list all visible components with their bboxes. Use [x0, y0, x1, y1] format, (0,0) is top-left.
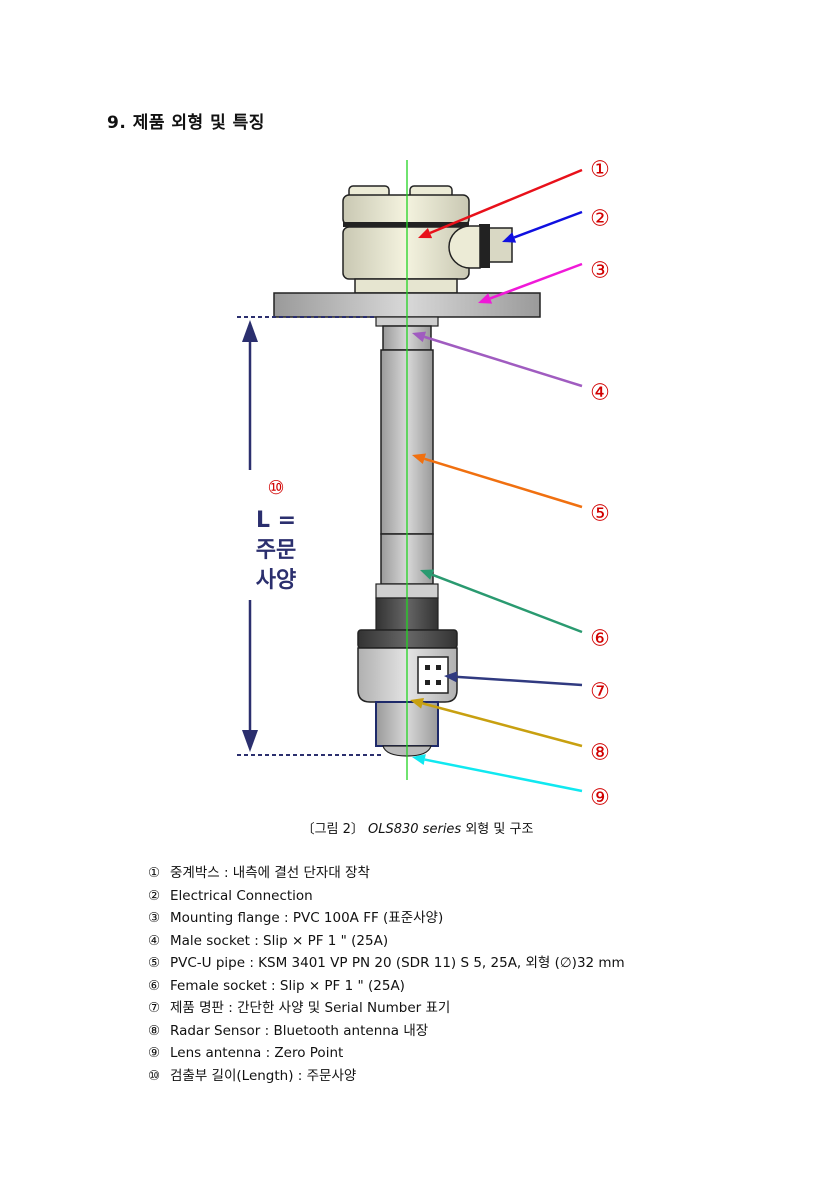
- leader-line: [456, 675, 583, 687]
- leader-line: [424, 335, 583, 388]
- arrow-head: [412, 331, 427, 343]
- junction-box: [342, 185, 470, 294]
- legend-marker: ④: [148, 932, 161, 949]
- part-marker: ①: [590, 158, 610, 183]
- legend-text: 검출부 길이(Length) : 주문사양: [170, 1067, 357, 1084]
- leader-line: [424, 457, 583, 509]
- legend-marker: ②: [148, 887, 161, 904]
- dimension-line-2: 주문: [256, 538, 296, 563]
- legend-text: Mounting flange : PVC 100A FF (표준사양): [170, 910, 444, 926]
- nameplate: [417, 656, 449, 694]
- legend-text: Male socket : Slip × PF 1 " (25A): [170, 932, 389, 949]
- legend-text: 중계박스 : 내측에 결선 단자대 장착: [170, 865, 370, 881]
- part-marker: ⑤: [590, 502, 610, 527]
- legend-marker: ⑤: [148, 955, 161, 971]
- legend-text: Lens antenna : Zero Point: [170, 1045, 344, 1061]
- legend-item: ⑥ Female socket : Slip × PF 1 " (25A): [148, 975, 625, 998]
- part-marker: ⑥: [590, 627, 610, 652]
- arrow-head: [412, 453, 427, 465]
- section-heading: 9. 제품 외형 및 특징: [107, 113, 265, 133]
- arrow-head: [418, 227, 433, 239]
- leader-line: [429, 168, 583, 235]
- product-diagram: ⑩ L = 주문 사양 ① ② ③ ④ ⑤ ⑥ ⑦ ⑧ ⑨: [237, 158, 610, 811]
- legend-marker: ⑧: [148, 1022, 161, 1039]
- legend-marker: ⑨: [148, 1045, 161, 1061]
- legend-text: Female socket : Slip × PF 1 " (25A): [170, 977, 405, 994]
- legend-item: ⑨ Lens antenna : Zero Point: [148, 1042, 625, 1065]
- length-dimension: ⑩ L = 주문 사양: [237, 316, 383, 756]
- arrow-head: [444, 671, 458, 683]
- dimension-line-3: 사양: [256, 568, 296, 593]
- arrow-head: [502, 232, 517, 243]
- legend-marker: ⑩: [148, 1067, 161, 1084]
- legend-text: 제품 명판 : 간단한 사양 및 Serial Number 표기: [170, 1000, 451, 1016]
- figure-caption: 〔그림 2〕 OLS830 series 외형 및 구조: [0, 818, 835, 837]
- legend-item: ③ Mounting flange : PVC 100A FF (표준사양): [148, 907, 625, 930]
- parts-legend: ① 중계박스 : 내측에 결선 단자대 장착 ② Electrical Connec…: [148, 862, 625, 1087]
- part-marker: ⑨: [590, 786, 610, 811]
- legend-item: ⑤ PVC-U pipe : KSM 3401 VP PN 20 (SDR 11)…: [148, 952, 625, 975]
- part-marker: ⑧: [590, 741, 610, 766]
- part-marker: ②: [590, 207, 610, 232]
- part-markers: ① ② ③ ④ ⑤ ⑥ ⑦ ⑧ ⑨: [590, 158, 610, 811]
- leader-line: [431, 573, 583, 634]
- legend-item: ⑧ Radar Sensor : Bluetooth antenna 내장: [148, 1020, 625, 1043]
- legend-marker: ③: [148, 910, 161, 926]
- legend-item: ② Electrical Connection: [148, 885, 625, 908]
- leader-line: [513, 210, 583, 239]
- arrow-head: [478, 293, 493, 304]
- electrical-connection: [448, 224, 513, 269]
- caption-prefix: 〔그림 2〕: [301, 822, 364, 837]
- caption-model: OLS830 series: [368, 822, 462, 837]
- dimension-line-1: L =: [256, 508, 296, 533]
- legend-item: ① 중계박스 : 내측에 결선 단자대 장착: [148, 862, 625, 885]
- leader-line: [424, 758, 583, 793]
- arrow-head: [410, 698, 424, 709]
- legend-text: PVC-U pipe : KSM 3401 VP PN 20 (SDR 11) …: [170, 955, 625, 971]
- legend-text: Electrical Connection: [170, 887, 313, 904]
- caption-suffix: 외형 및 구조: [465, 822, 534, 837]
- legend-marker: ①: [148, 865, 161, 881]
- leader-line: [422, 702, 583, 748]
- legend-text: Radar Sensor : Bluetooth antenna 내장: [170, 1022, 429, 1039]
- part-marker: ③: [590, 259, 610, 284]
- leader-arrows: [410, 168, 583, 793]
- arrow-head: [412, 754, 426, 765]
- legend-marker: ⑦: [148, 1000, 161, 1016]
- arrow-head: [420, 569, 435, 580]
- legend-item: ⑦ 제품 명판 : 간단한 사양 및 Serial Number 표기: [148, 997, 625, 1020]
- legend-marker: ⑥: [148, 977, 161, 994]
- dimension-marker: ⑩: [267, 477, 284, 499]
- part-marker: ⑦: [590, 680, 610, 705]
- legend-item: ⑩ 검출부 길이(Length) : 주문사양: [148, 1065, 625, 1088]
- part-marker: ④: [590, 381, 610, 406]
- leader-line: [489, 262, 583, 300]
- legend-item: ④ Male socket : Slip × PF 1 " (25A): [148, 930, 625, 953]
